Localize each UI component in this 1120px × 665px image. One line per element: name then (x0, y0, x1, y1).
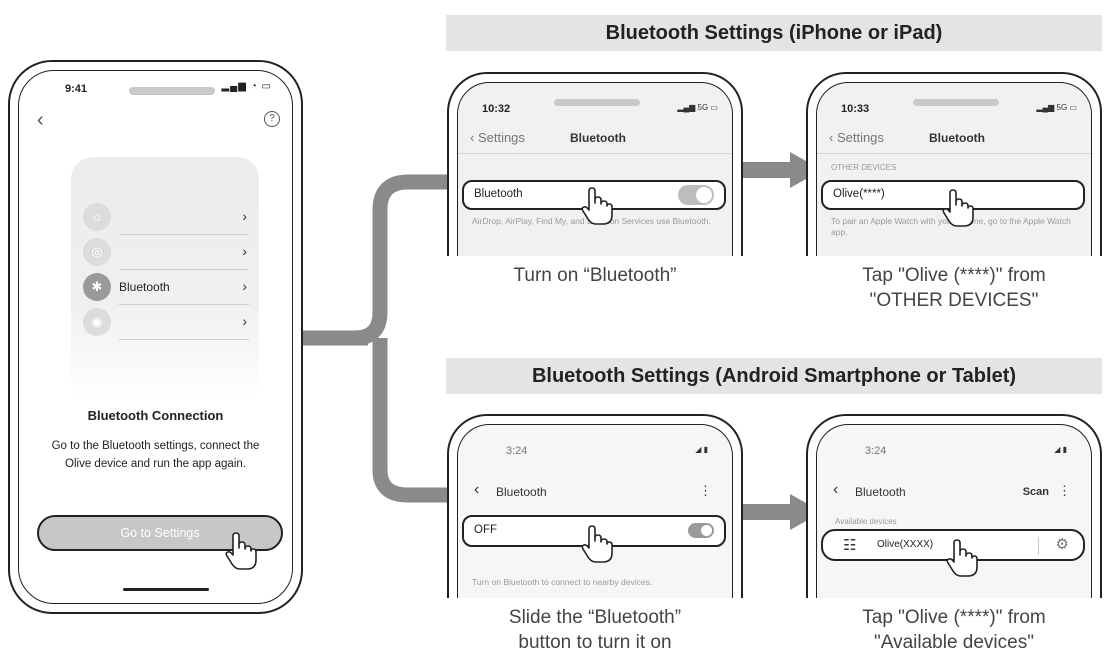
android-step2-caption: Tap "Olive (****)" from "Available devic… (806, 605, 1102, 655)
menu-divider (119, 339, 249, 340)
ios-step2-caption: Tap "Olive (****)" from "OTHER DEVICES" (806, 263, 1102, 313)
status-icons: ◢ ▮ (695, 445, 708, 454)
wifi-icon: ◎ (83, 238, 111, 266)
ios-step1-caption: Turn on “Bluetooth” (513, 265, 677, 286)
bluetooth-toggle[interactable] (688, 523, 714, 538)
chevron-right-icon: › (242, 208, 247, 224)
device-grid-icon: ☷ (843, 537, 857, 554)
android-step1-caption: Slide the “Bluetooth” button to turn it … (447, 605, 743, 655)
connection-description: Go to the Bluetooth settings, connect th… (51, 440, 260, 470)
android-step1-phone: 3:24 ◢ ▮ ‹ Bluetooth ⋮ OFF Turn on Bluet… (447, 414, 743, 598)
chevron-right-icon: › (242, 278, 247, 294)
caption-line: button to turn it on (518, 632, 672, 653)
status-time: 9:41 (65, 83, 88, 95)
home-icon: ⌂ (83, 203, 111, 231)
hand-pointer-icon (946, 539, 978, 577)
nav-divider (817, 153, 1091, 154)
nav-title: Bluetooth (855, 485, 906, 499)
cellular-icon: ◉ (83, 308, 111, 336)
status-icons: ▂▄▆ 5G ▭ (1036, 103, 1077, 112)
chevron-right-icon: › (242, 243, 247, 259)
back-icon[interactable]: ‹ (833, 481, 839, 498)
settings-back-link[interactable]: ‹ Settings (829, 130, 884, 145)
ios-step1-phone: 10:32 ▂▄▆ 5G ▭ ‹ Settings Bluetooth Blue… (447, 72, 743, 256)
menu-item-label: Bluetooth (119, 280, 170, 294)
dynamic-island (913, 99, 999, 106)
menu-item-wifi[interactable]: ◎ › (81, 236, 259, 270)
toggle-knob (701, 525, 712, 536)
scan-button[interactable]: Scan (1022, 486, 1049, 498)
main-phone-screen: 9:41 ▂▄▆ ◔ ▭ ‹ ? ⌂ › ◎ › ✱ Bluetooth › (18, 70, 293, 604)
hand-pointer-icon (581, 525, 613, 563)
dynamic-island (129, 87, 215, 95)
hand-pointer-icon (225, 532, 257, 570)
status-icons: ◢ ▮ (1054, 445, 1067, 454)
other-devices-label: OTHER DEVICES (831, 163, 897, 172)
hand-pointer-icon (942, 189, 974, 227)
more-options-icon[interactable]: ⋮ (1058, 483, 1071, 498)
toggle-knob (696, 187, 712, 203)
menu-divider (119, 304, 249, 305)
help-icon[interactable]: ? (264, 111, 280, 127)
caption-line: Slide the “Bluetooth” (508, 607, 682, 628)
nav-divider (458, 153, 732, 154)
menu-item-bluetooth[interactable]: ✱ Bluetooth › (81, 271, 259, 305)
bluetooth-icon: ✱ (83, 273, 111, 301)
settings-menu-card: ⌂ › ◎ › ✱ Bluetooth › ◉ › (71, 157, 259, 402)
settings-back-link[interactable]: ‹ Settings (470, 130, 525, 145)
phone-screen: 3:24 ◢ ▮ ‹ Bluetooth ⋮ OFF Turn on Bluet… (457, 424, 733, 598)
ios-step2-phone: 10:33 ▂▄▆ 5G ▭ ‹ Settings Bluetooth OTHE… (806, 72, 1102, 256)
dynamic-island (554, 99, 640, 106)
row-label: OFF (474, 524, 497, 536)
menu-divider (119, 234, 249, 235)
nav-title: Bluetooth (929, 131, 985, 145)
status-time: 3:24 (506, 445, 528, 457)
menu-item-home[interactable]: ⌂ › (81, 201, 259, 235)
menu-item-cellular[interactable]: ◉ › (81, 306, 259, 340)
row-label: Olive(XXXX) (877, 539, 934, 550)
status-time: 10:32 (482, 103, 511, 115)
status-icons: ▂▄▆ 5G ▭ (677, 103, 718, 112)
back-icon[interactable]: ‹ (37, 109, 44, 131)
chevron-right-icon: › (242, 313, 247, 329)
more-options-icon[interactable]: ⋮ (699, 483, 712, 498)
caption-line: Tap "Olive (****)" from (862, 607, 1046, 628)
bluetooth-note: Turn on Bluetooth to connect to nearby d… (472, 577, 653, 587)
phone-screen: 3:24 ◢ ▮ ‹ Bluetooth Scan ⋮ Available de… (816, 424, 1092, 598)
caption-line: Tap "Olive (****)" from (862, 265, 1046, 286)
back-icon[interactable]: ‹ (474, 481, 480, 498)
android-step2-phone: 3:24 ◢ ▮ ‹ Bluetooth Scan ⋮ Available de… (806, 414, 1102, 598)
hand-pointer-icon (581, 187, 613, 225)
status-time: 3:24 (865, 445, 887, 457)
main-phone: 9:41 ▂▄▆ ◔ ▭ ‹ ? ⌂ › ◎ › ✱ Bluetooth › (8, 60, 303, 614)
nav-title: Bluetooth (496, 485, 547, 499)
connection-title: Bluetooth Connection (87, 408, 224, 423)
ios-section-header: Bluetooth Settings (iPhone or iPad) (446, 15, 1102, 51)
caption-line: "OTHER DEVICES" (869, 290, 1039, 311)
android-section-header: Bluetooth Settings (Android Smartphone o… (446, 358, 1102, 394)
available-devices-label: Available devices (835, 517, 897, 526)
home-indicator (123, 588, 209, 591)
row-label: Bluetooth (474, 188, 523, 200)
bluetooth-toggle[interactable] (678, 185, 714, 205)
phone-screen: 10:33 ▂▄▆ 5G ▭ ‹ Settings Bluetooth OTHE… (816, 82, 1092, 256)
gear-icon[interactable]: ⚙ (1055, 536, 1069, 553)
nav-title: Bluetooth (570, 131, 626, 145)
menu-divider (119, 269, 249, 270)
phone-screen: 10:32 ▂▄▆ 5G ▭ ‹ Settings Bluetooth Blue… (457, 82, 733, 256)
status-time: 10:33 (841, 103, 870, 115)
row-label: Olive(****) (833, 188, 885, 200)
caption-line: "Available devices" (874, 632, 1034, 653)
status-icons: ▂▄▆ ◔ ▭ (221, 81, 272, 92)
row-separator (1038, 537, 1039, 555)
